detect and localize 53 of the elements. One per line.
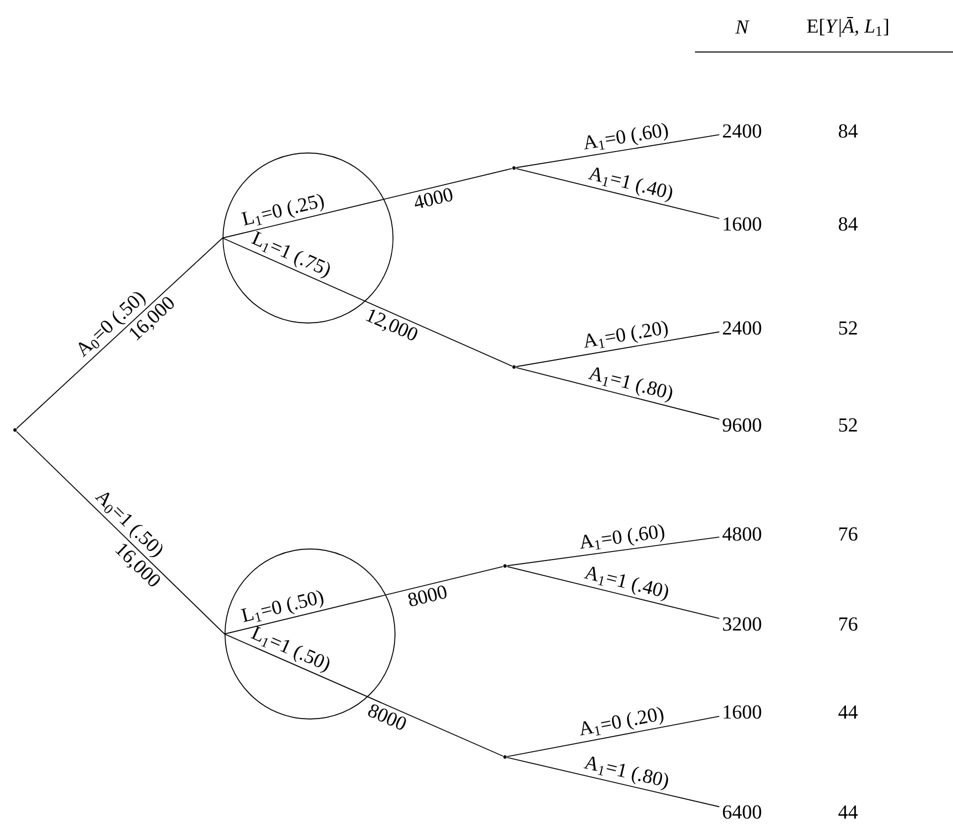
value-text: 52	[839, 418, 857, 432]
edge-label: A$_{1}$=0 (.20)	[584, 320, 668, 348]
edge-label: L$_{1}$=1 (.75)	[251, 231, 330, 278]
value-text: 76	[839, 617, 858, 631]
edge-label: A$_{1}$=0 (.60)	[584, 122, 668, 150]
branch-point	[512, 166, 516, 170]
column-header: E[Y|Ā, L$_{1}$]	[807, 17, 888, 37]
column-header: N	[735, 20, 750, 34]
branch-line	[16, 238, 223, 429]
branch-line	[506, 566, 720, 619]
branch-line	[506, 716, 720, 758]
branch-line	[16, 431, 225, 634]
count-text: 2400	[722, 124, 762, 138]
branch-line	[224, 566, 504, 634]
count-text: 2400	[722, 321, 762, 335]
edge-label: A$_{1}$=0 (.60)	[580, 524, 664, 550]
branch-line	[516, 331, 720, 368]
branch-point	[503, 755, 507, 759]
branch-line	[516, 168, 720, 219]
count-label: 8000	[408, 586, 446, 606]
branch-line	[516, 367, 720, 420]
value-text: 44	[838, 805, 858, 819]
count-label: 12,000	[366, 310, 418, 340]
edge-label: L$_{1}$=1 (.50)	[250, 626, 330, 673]
count-text: 1600	[724, 217, 762, 231]
edge-label: A$_{1}$=1 (.40)	[584, 566, 668, 602]
value-text: 76	[839, 527, 858, 541]
count-label: 4000	[414, 188, 452, 208]
branch-line	[506, 536, 720, 566]
count-text: 9600	[722, 418, 762, 432]
count-text: 3200	[723, 617, 762, 631]
branch-point	[503, 564, 507, 568]
edge-label: A$_{1}$=1 (.40)	[588, 168, 672, 202]
count-text: 6400	[722, 805, 762, 819]
branch-line	[516, 134, 720, 168]
count-text: 1600	[724, 705, 762, 719]
branch-point	[13, 428, 17, 432]
value-text: 52	[839, 321, 857, 335]
edge-label: A$_{1}$=1 (.80)	[584, 756, 668, 790]
count-label: 8000	[368, 704, 406, 730]
value-text: 84	[838, 124, 858, 138]
branch-line	[222, 168, 512, 238]
branch-line	[222, 238, 512, 367]
branch-point	[512, 365, 516, 369]
count-text: 4800	[722, 527, 762, 541]
edge-label: L$_{1}$=0 (.25)	[241, 194, 324, 226]
branch-line	[224, 634, 504, 757]
value-text: 84	[838, 217, 858, 231]
edge-label: A$_{1}$=0 (.20)	[580, 707, 664, 736]
edge-label: A$_{1}$=1 (.80)	[588, 367, 672, 402]
edge-label: L$_{1}$=0 (.50)	[240, 590, 324, 622]
branch-line	[506, 757, 720, 808]
value-text: 44	[838, 705, 858, 719]
